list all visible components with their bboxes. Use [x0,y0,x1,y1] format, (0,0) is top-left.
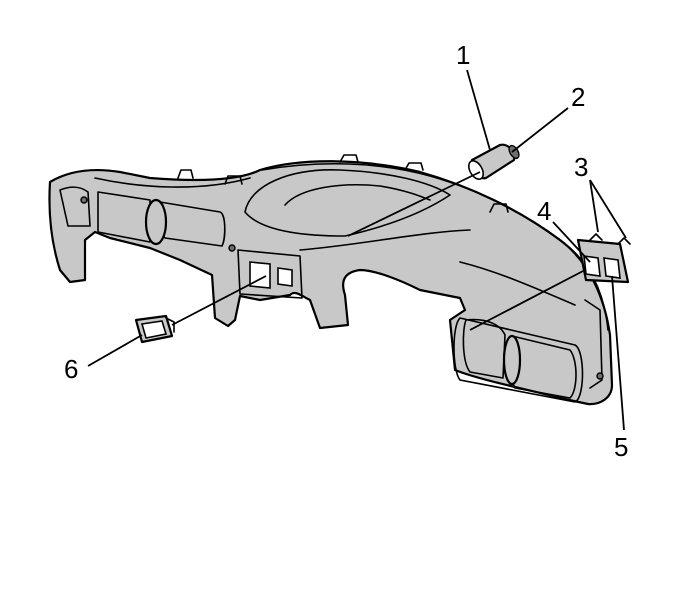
switch-6-clip [165,317,175,333]
sensor-end-cap [467,160,485,180]
leader-3a [589,179,599,233]
callout-2: 2 [571,82,585,112]
install-line-switches [469,269,586,331]
left-vent-opening-1 [97,191,151,243]
callout-3: 3 [574,152,588,182]
bracket-tab-left [589,233,603,241]
callout-1: 1 [456,40,470,70]
mounting-tab-3 [339,154,359,163]
bezel-screw-hole [228,244,236,252]
switch-opening [249,261,271,289]
install-line-part-6 [171,275,267,326]
part-5-switch [603,257,621,279]
callout-5: 5 [614,432,628,462]
hood-inner [284,184,431,206]
leader-1 [466,69,491,151]
right-vent-outer [453,317,584,403]
leader-lines [87,69,627,431]
install-line-sensor [347,171,481,237]
right-end-detail [584,299,603,389]
right-end-hole [596,372,604,380]
part-6-switch [134,314,175,344]
callout-6: 6 [64,354,78,384]
left-end-bracket [59,186,91,227]
right-vent-barrel [502,334,522,386]
lower-ridge [299,229,576,306]
leader-5 [611,275,625,431]
mounting-tab-4 [404,162,424,171]
mounting-tab-1 [177,169,194,179]
leader-3b [589,179,627,239]
part-1-sensor [467,143,520,180]
callout-4: 4 [537,196,551,226]
right-vent-opening-1 [462,318,506,379]
switch-5-face [603,257,621,279]
switch-opening-small [277,267,293,287]
leader-2 [511,107,569,153]
leader-6 [87,334,143,367]
center-stack-bezel [237,249,303,299]
callouts: 1 2 3 4 5 6 [64,40,628,462]
mounting-tab-5 [489,203,509,213]
instrument-panel [48,154,614,406]
cluster-hood [244,169,451,237]
bracket-tab-right [617,237,631,245]
switch-6-face [140,320,168,339]
leader-4 [552,221,591,263]
left-vent-barrel [144,198,168,246]
mounting-tab-2 [224,175,243,185]
left-end-hole [80,196,88,204]
